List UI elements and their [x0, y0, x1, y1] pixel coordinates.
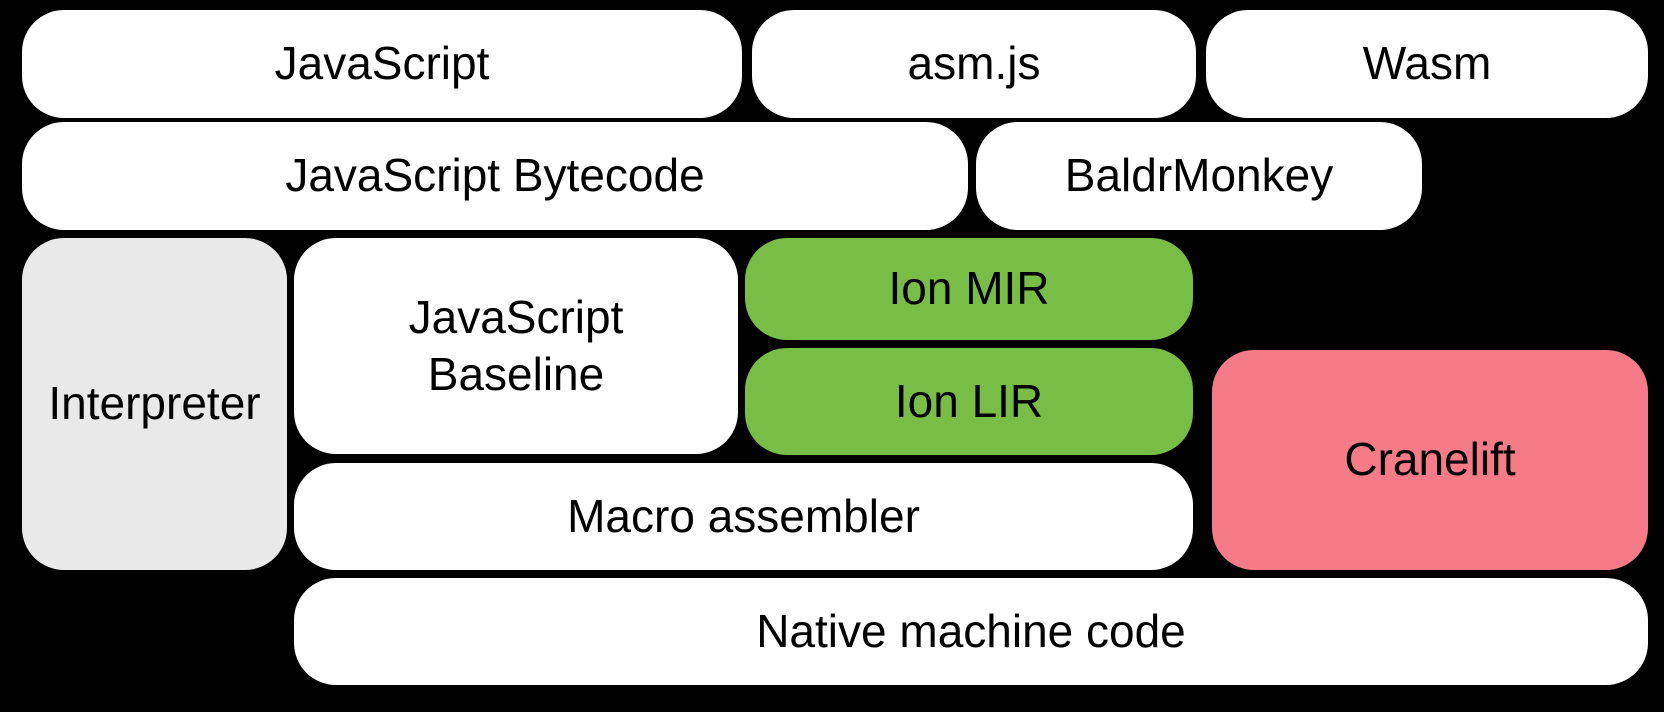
box-ion-mir: Ion MIR [745, 238, 1193, 340]
box-interpreter: Interpreter [22, 238, 287, 570]
box-asm-js: asm.js [752, 10, 1196, 118]
box-javascript-bytecode: JavaScript Bytecode [22, 122, 968, 230]
box-macro-assembler: Macro assembler [294, 463, 1193, 570]
box-native-machine-code: Native machine code [294, 578, 1648, 685]
box-wasm: Wasm [1206, 10, 1648, 118]
box-javascript-baseline: JavaScript Baseline [294, 238, 738, 454]
box-javascript: JavaScript [22, 10, 742, 118]
box-cranelift: Cranelift [1212, 350, 1648, 570]
box-ion-lir: Ion LIR [745, 348, 1193, 455]
box-baldrmonkey: BaldrMonkey [976, 122, 1422, 230]
